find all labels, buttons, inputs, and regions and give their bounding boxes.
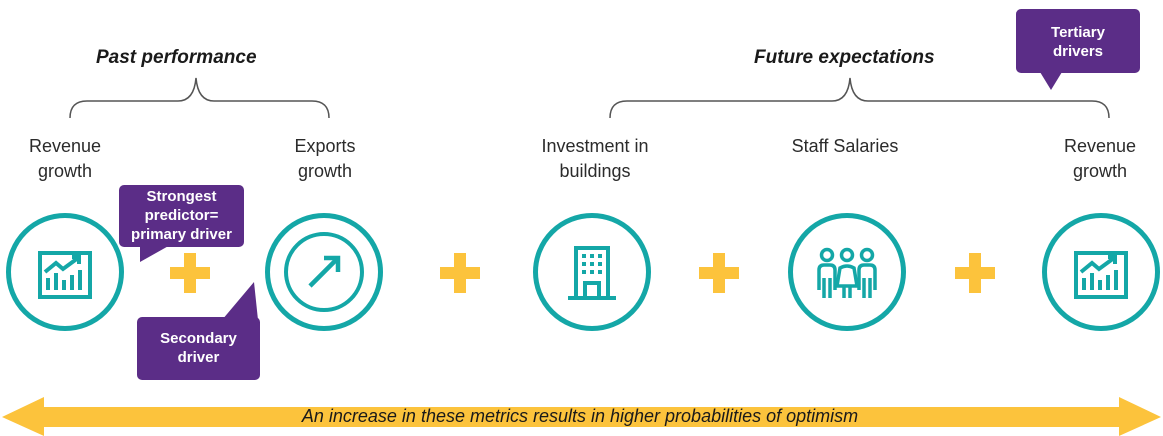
plus-icon — [955, 253, 995, 293]
metric-label-line: Investment in — [541, 136, 649, 156]
footer-statement: An increase in these metrics results in … — [301, 406, 859, 426]
primary-callout-tail — [140, 244, 172, 262]
callout-line: Strongest — [146, 188, 217, 205]
metric-label-line: Revenue — [28, 136, 102, 156]
building-icon — [568, 246, 616, 300]
metric-label-line: Exports — [294, 136, 356, 156]
callout-line: Secondary — [160, 330, 237, 347]
future-expectations-title: Future expectations — [754, 47, 935, 68]
callout-line: primary driver — [131, 226, 232, 243]
metric-label-line: buildings — [559, 161, 631, 181]
metric-label-revenue-growth-past: Revenue growth — [0, 134, 130, 184]
plus-icon — [170, 253, 210, 293]
bar-chart-trend-icon — [38, 251, 92, 299]
metric-label-staff-salaries: Staff Salaries — [760, 134, 930, 159]
future-bracket-path — [609, 77, 1110, 119]
metric-label-line: Staff Salaries — [791, 136, 899, 156]
metric-label-revenue-growth-future: Revenue growth — [1035, 134, 1163, 184]
callout-line: drivers — [1052, 43, 1104, 60]
metric-label-line: growth — [297, 161, 353, 181]
tertiary-drivers-callout: Tertiary drivers — [1016, 9, 1140, 73]
metric-label-investment-buildings: Investment in buildings — [515, 134, 675, 184]
metric-label-exports-growth: Exports growth — [260, 134, 390, 184]
past-bracket-path — [69, 77, 330, 119]
primary-driver-callout: Strongest predictor= primary driver — [119, 185, 244, 247]
staff-salaries-circle — [788, 213, 906, 331]
revenue-growth-circle — [6, 213, 124, 331]
callout-line: driver — [177, 349, 220, 366]
people-icon — [817, 247, 877, 298]
callout-line: predictor= — [144, 207, 219, 224]
callout-line: Tertiary — [1051, 24, 1105, 41]
metric-label-line: Revenue — [1063, 136, 1137, 156]
plus-icon — [440, 253, 480, 293]
exports-growth-circle — [265, 213, 383, 331]
secondary-driver-callout: Secondary driver — [137, 317, 260, 380]
investment-buildings-circle — [533, 213, 651, 331]
secondary-callout-tail — [222, 282, 258, 320]
arrow-up-right-icon — [284, 232, 364, 312]
past-performance-title: Past performance — [96, 47, 257, 68]
metric-label-line: growth — [37, 161, 93, 181]
revenue-growth-future-circle — [1042, 213, 1160, 331]
bar-chart-trend-icon — [1074, 251, 1128, 299]
metric-label-line: growth — [1072, 161, 1128, 181]
plus-icon — [699, 253, 739, 293]
tertiary-callout-tail — [1040, 72, 1062, 90]
